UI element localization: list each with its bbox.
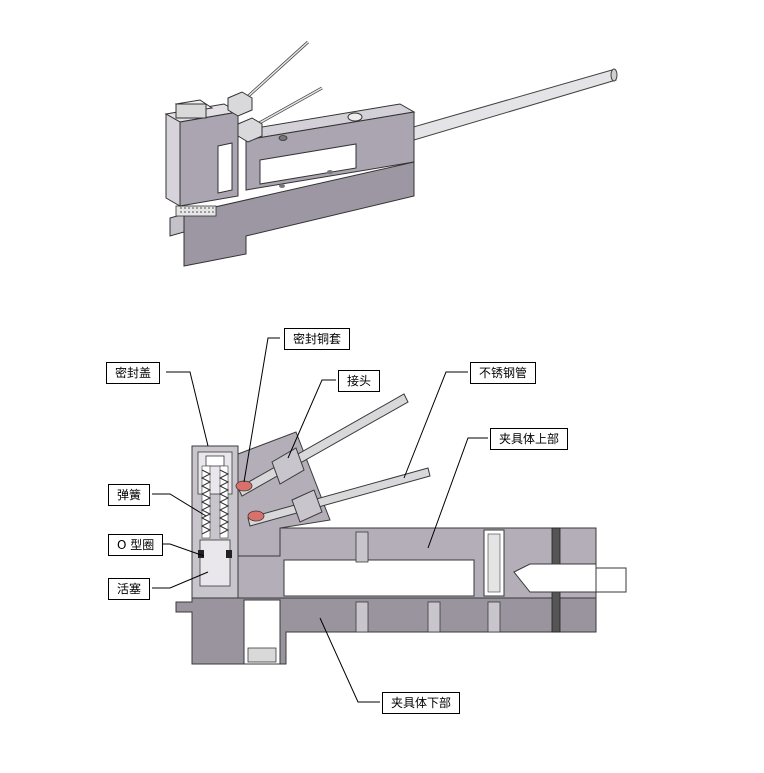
label-spring: 弹簧 — [108, 484, 151, 506]
lower-body-iso — [169, 161, 415, 267]
label-o-ring: O 型圈 — [108, 534, 164, 556]
thin-tubes — [242, 40, 323, 128]
label-clamp-upper: 夹具体上部 — [490, 428, 569, 450]
label-stainless-tube: 不锈钢管 — [470, 362, 537, 384]
label-seal-copper-sleeve: 密封铜套 — [284, 328, 351, 350]
label-joint: 接头 — [338, 370, 381, 392]
leader-lines — [152, 337, 488, 703]
label-piston: 活塞 — [108, 578, 151, 600]
isometric-view — [164, 40, 618, 267]
tubes-section — [235, 393, 431, 527]
label-clamp-lower: 夹具体下部 — [382, 692, 461, 714]
lower-body-section — [175, 597, 597, 665]
upper-body-section — [235, 431, 627, 633]
cap-block-iso — [164, 91, 263, 207]
cap-column — [191, 445, 239, 599]
label-seal-cap: 密封盖 — [106, 362, 161, 384]
